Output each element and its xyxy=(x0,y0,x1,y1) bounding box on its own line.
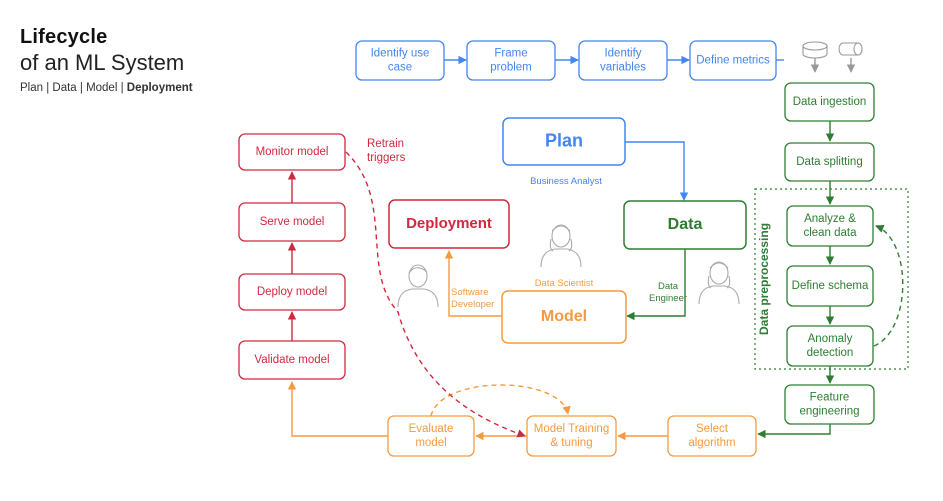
plan-step-3 xyxy=(578,40,668,81)
breadcrumb-current: Deployment xyxy=(126,82,193,94)
breadcrumb-phases: Plan | Data | Model | xyxy=(20,82,127,94)
model-box-label: Model xyxy=(541,308,587,325)
define-schema-box xyxy=(786,265,874,307)
validate-model-box xyxy=(238,340,346,380)
serve-model-box-label: Serve model xyxy=(260,216,325,228)
database-icon xyxy=(802,41,828,59)
model-training-box xyxy=(526,415,617,457)
plan-box xyxy=(502,117,626,166)
evaluate-to-validate-arrow xyxy=(287,381,388,437)
validate-model-box-label: Validate model xyxy=(254,354,329,366)
plan-to-data-arrow xyxy=(625,141,689,201)
edges xyxy=(287,55,909,441)
serve-model-box xyxy=(238,202,346,242)
preprocessing-group xyxy=(754,188,909,370)
data-scientist-label: Data Scientist xyxy=(535,278,594,289)
deploy-model-box xyxy=(238,273,346,311)
data-preprocessing-label: Data preprocessing xyxy=(757,223,771,335)
plan-box-label: Plan xyxy=(545,130,583,150)
page-subtitle: of an ML System xyxy=(20,50,185,75)
model-box xyxy=(501,290,627,344)
data-box xyxy=(623,200,747,250)
anomaly-detection-box xyxy=(786,325,874,367)
anomaly-feedback-arrow xyxy=(873,224,904,347)
monitor-model-box-label: Monitor model xyxy=(256,146,329,158)
plan-step-1 xyxy=(355,40,445,81)
evaluate-model-box xyxy=(387,415,475,457)
data-ingestion-box xyxy=(784,82,875,122)
business-analyst-label: Business Analyst xyxy=(530,176,602,187)
model-training-box-label: Model Training& tuning xyxy=(534,423,609,449)
pipe-icon xyxy=(838,42,863,56)
select-algorithm-box xyxy=(667,415,757,457)
deployment-box-label: Deployment xyxy=(406,215,492,232)
analyze-clean-box xyxy=(786,205,874,247)
data-box-label: Data xyxy=(668,216,703,233)
feature-engineering-box xyxy=(784,384,875,425)
data-scientist-avatar xyxy=(540,224,582,268)
evaluate-retrain-loop xyxy=(430,384,571,417)
plan-step-4 xyxy=(689,40,777,81)
retrain-trigger-arrow xyxy=(345,151,526,438)
deployment-box xyxy=(388,199,510,249)
data-to-model-arrow xyxy=(626,249,686,321)
data-splitting-box xyxy=(784,142,875,182)
deploy-model-box-label: Deploy model xyxy=(257,286,327,298)
phase-breadcrumb: Plan | Data | Model | Deployment xyxy=(20,82,193,94)
data-splitting-box-label: Data splitting xyxy=(796,156,862,168)
analyze-clean-box-label: Analyze &clean data xyxy=(803,213,857,239)
plan-step-2 xyxy=(466,40,556,81)
plan-step-4-label: Define metrics xyxy=(696,55,770,67)
feature-to-select-arrow xyxy=(757,424,831,439)
monitor-model-box xyxy=(238,133,346,171)
define-schema-box-label: Define schema xyxy=(792,280,869,292)
software-developer-avatar xyxy=(397,264,439,308)
page-title: Lifecycle xyxy=(20,26,108,48)
model-to-deployment-arrow xyxy=(444,250,502,317)
data-engineer-avatar xyxy=(698,261,740,305)
data-ingestion-box-label: Data ingestion xyxy=(793,96,867,108)
title-block: Lifecycle of an ML System Plan | Data | … xyxy=(20,26,193,94)
